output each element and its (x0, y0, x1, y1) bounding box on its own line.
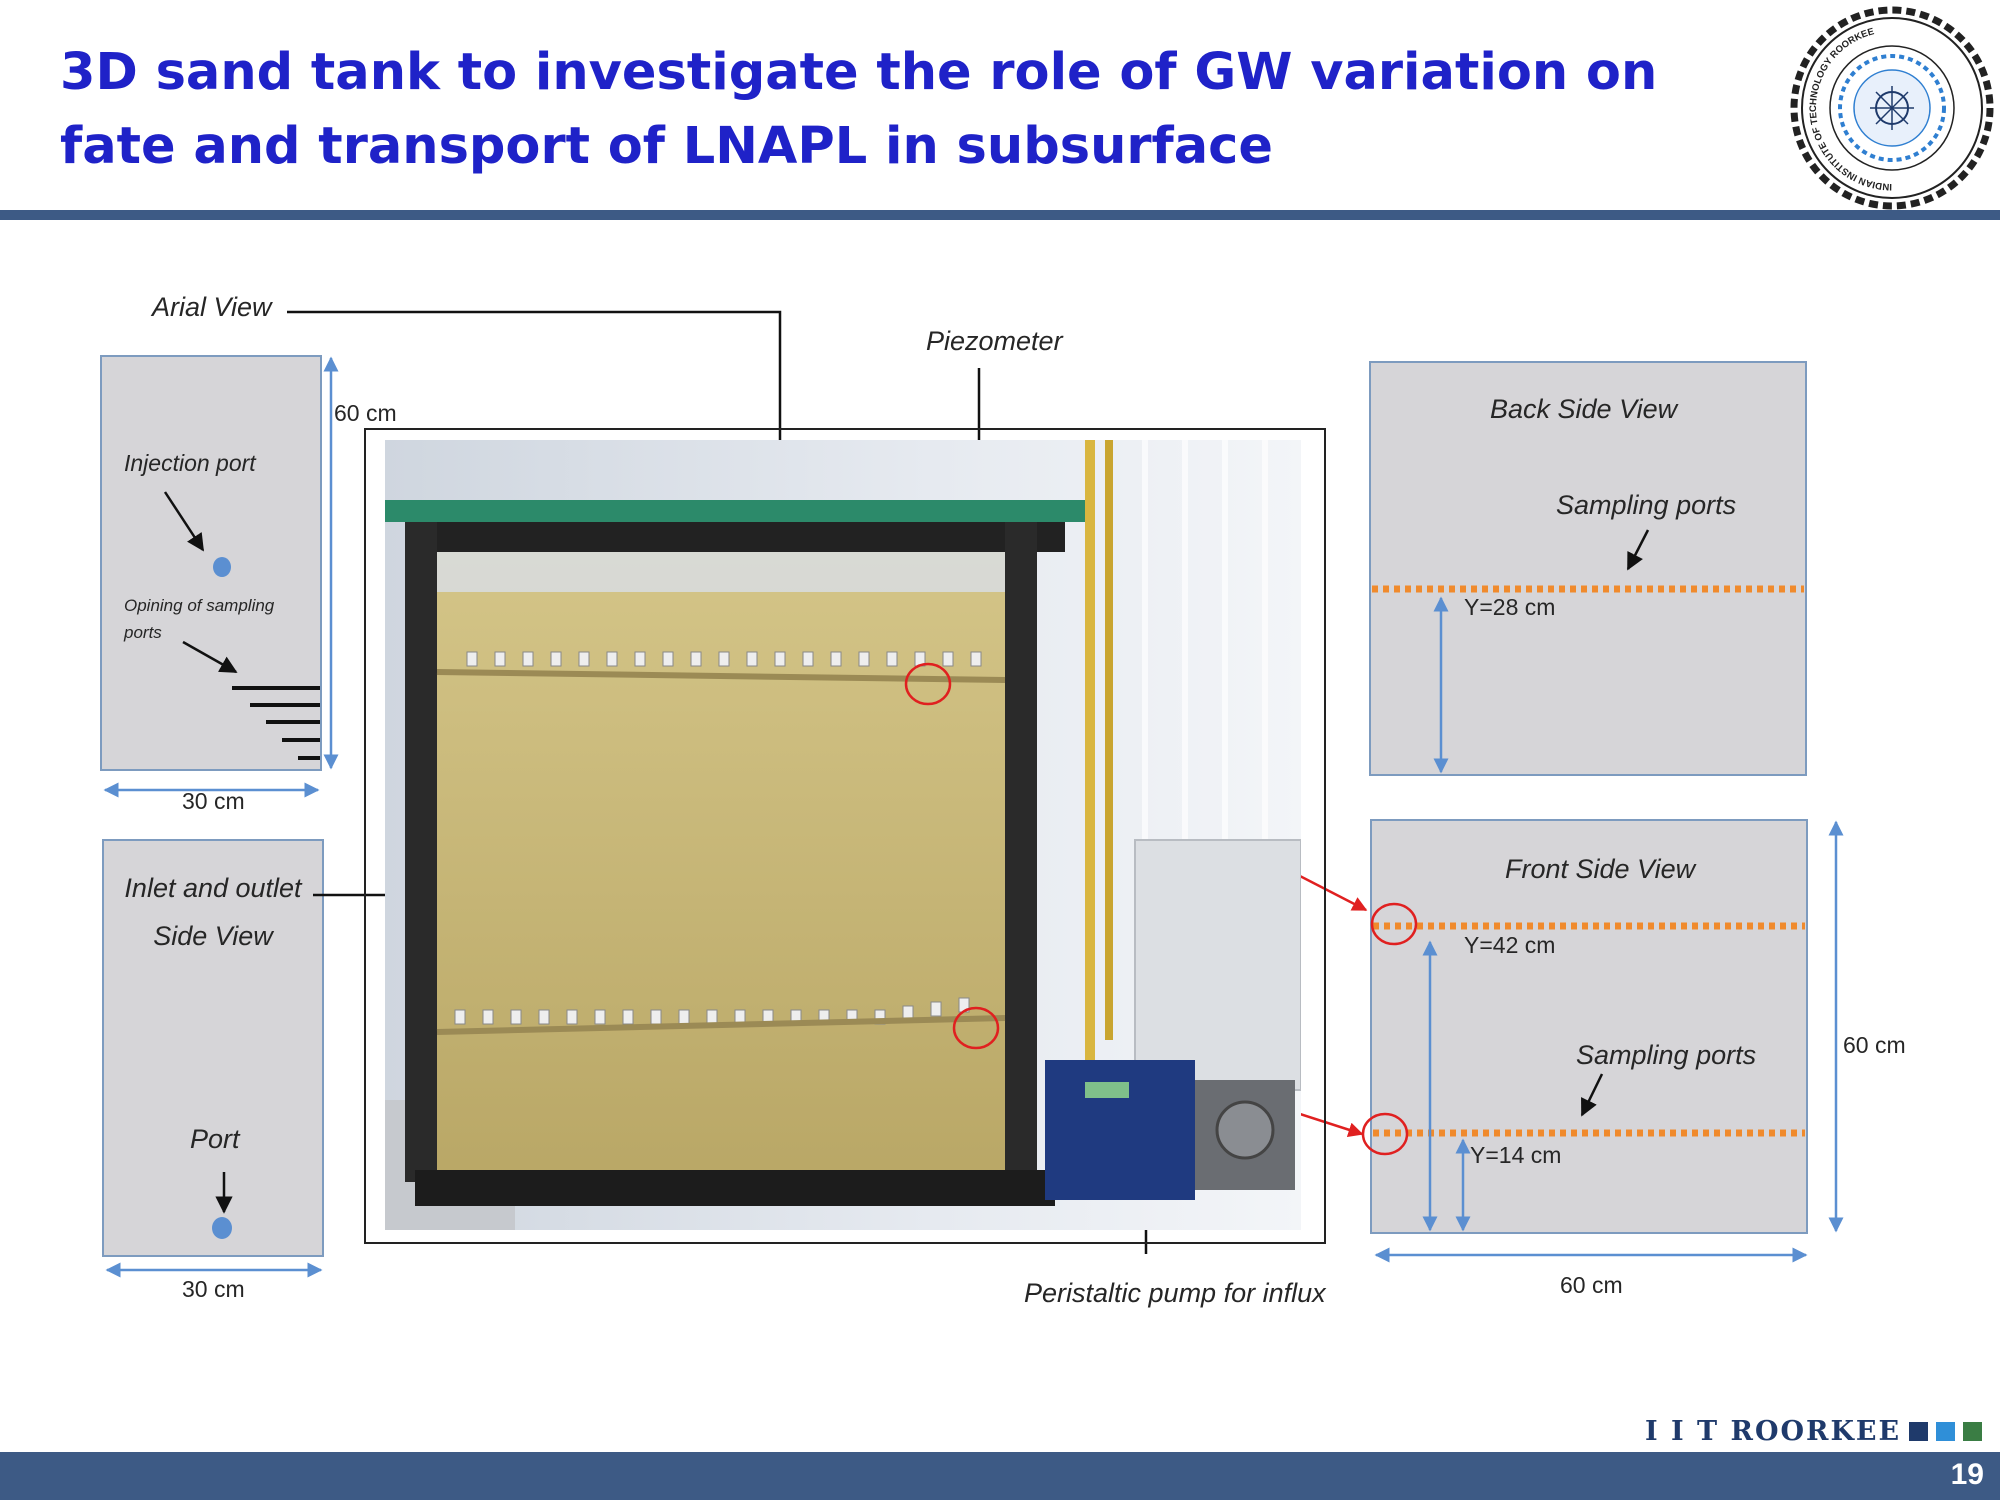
photo-frame (364, 428, 1326, 1244)
logo: INDIAN INSTITUTE OF TECHNOLOGY ROORKEE (1790, 6, 1995, 211)
inlet-outlet-title: Inlet and outlet Side View (124, 873, 302, 951)
iit-roorkee-seal-icon: INDIAN INSTITUTE OF TECHNOLOGY ROORKEE (1790, 6, 1994, 210)
front-height-label: 60 cm (1843, 1032, 1906, 1058)
sampling-port-openings (232, 686, 320, 760)
injection-port-arrow (163, 491, 205, 552)
back-sampling-arrow (1626, 529, 1650, 571)
front-lower-y-label: Y=14 cm (1470, 1142, 1562, 1168)
back-side-title: Back Side View (1490, 394, 1678, 424)
piezometer-label: Piezometer (926, 326, 1063, 356)
aerial-width-label: 30 cm (182, 788, 245, 814)
back-y-label: Y=28 cm (1464, 594, 1556, 620)
brand-square-blue (1936, 1421, 1956, 1441)
port-label: Port (190, 1124, 240, 1154)
brand-mark: I I T ROORKEE (1645, 1415, 1983, 1447)
back-sampling-label: Sampling ports (1556, 490, 1737, 520)
front-upper-y-label: Y=42 cm (1464, 932, 1556, 958)
front-sampling-arrow (1580, 1073, 1604, 1117)
sand-tank-photo (385, 440, 1301, 1230)
inlet-width-label: 30 cm (182, 1276, 245, 1302)
front-side-panel (1370, 819, 1808, 1234)
front-sampling-label: Sampling ports (1576, 1040, 1757, 1070)
arial-view-label: Arial View (152, 292, 272, 322)
header-rule (0, 210, 2000, 220)
front-width-label: 60 cm (1560, 1272, 1623, 1298)
pump-label: Peristaltic pump for influx (1024, 1278, 1326, 1308)
inlet-outlet-panel (102, 839, 324, 1257)
brand-square-green (1963, 1421, 1983, 1441)
injection-port-dot (213, 557, 231, 577)
sampling-openings-label: Opining of sampling ports (124, 596, 275, 642)
aerial-height-label: 60 cm (334, 400, 397, 426)
aerial-view-panel (100, 355, 322, 771)
brand-text: I I T ROORKEE (1645, 1415, 1902, 1447)
brand-square-navy (1909, 1421, 1929, 1441)
page-number: 19 (1950, 1458, 1984, 1491)
slide-title: 3D sand tank to investigate the role of … (60, 43, 1658, 176)
arial-view-leader (287, 310, 789, 482)
port-dot (212, 1217, 232, 1239)
front-upper-port-highlight (1370, 902, 1418, 946)
injection-port-label: Injection port (124, 450, 256, 476)
footer-bar (0, 1452, 2000, 1500)
front-side-title: Front Side View (1505, 854, 1696, 884)
sampling-openings-arrow (182, 640, 238, 674)
